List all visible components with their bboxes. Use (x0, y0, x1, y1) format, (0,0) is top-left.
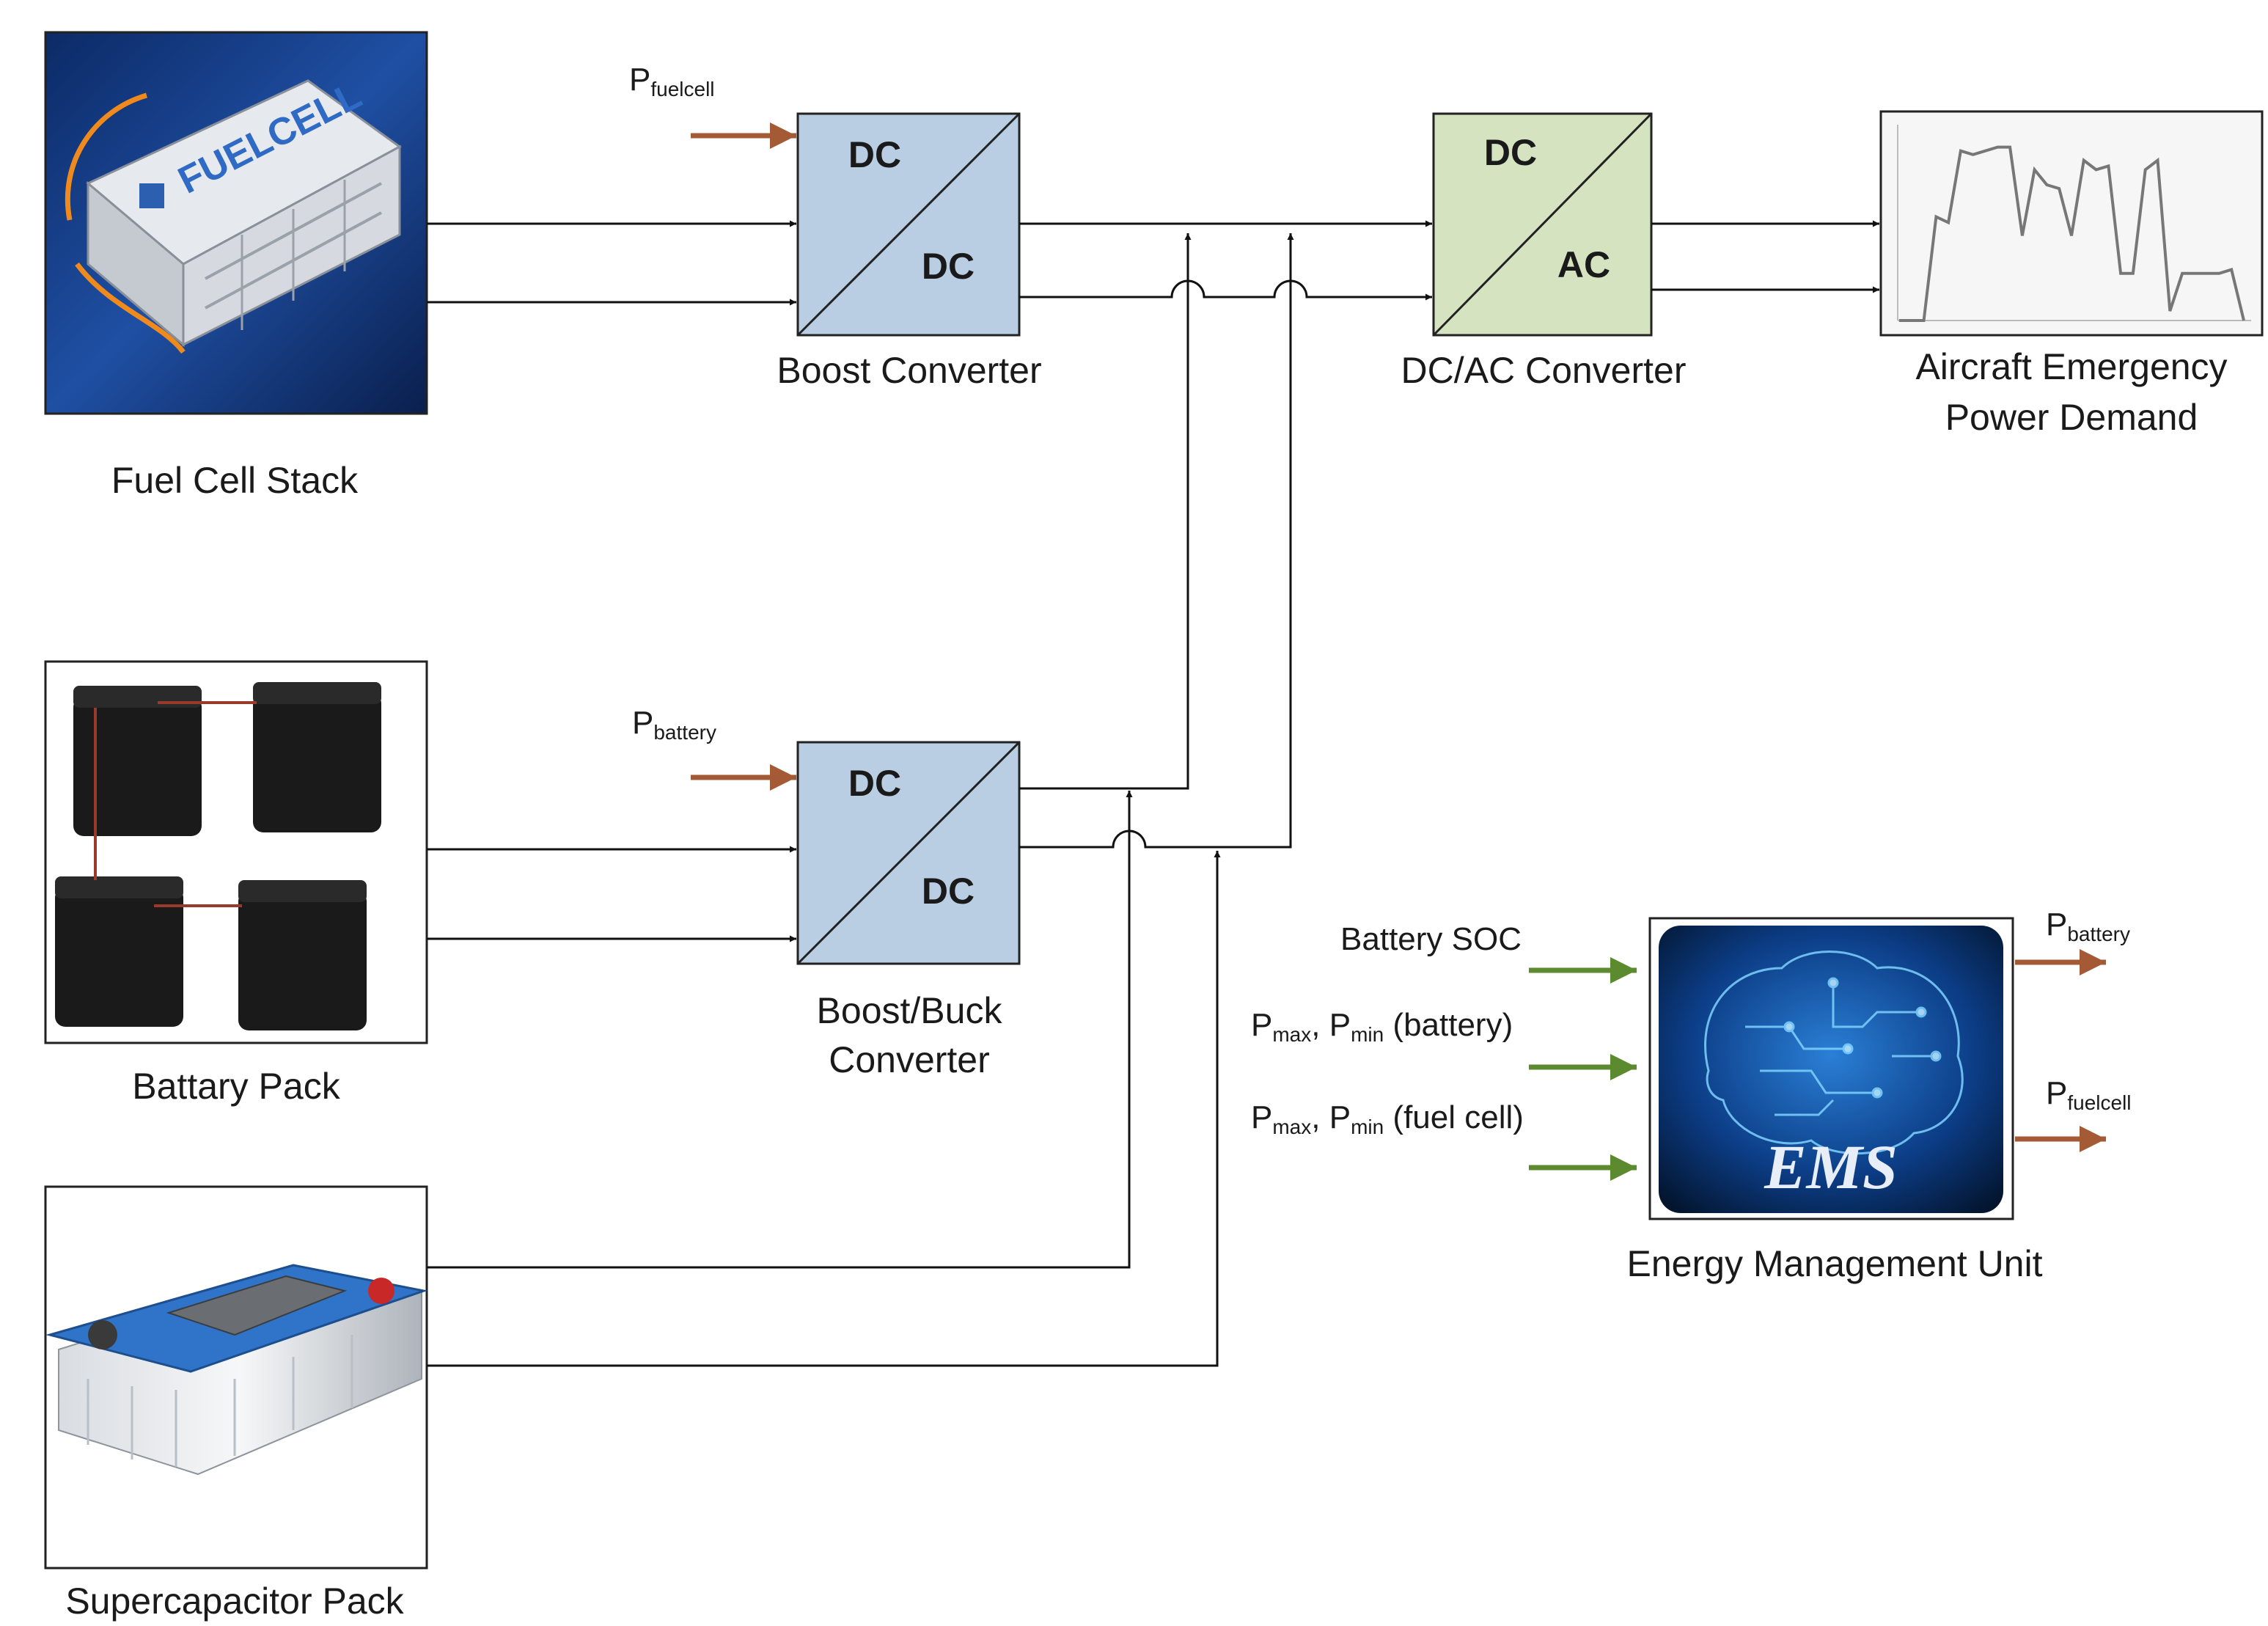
dcac-converter-diagonal (1432, 112, 1653, 337)
boost-buck-converter-top: DC (848, 763, 901, 804)
boost-input-signal: Pfuelcell (629, 62, 715, 100)
battery-label: Battary Pack (132, 1066, 340, 1107)
boost-converter-diagonal (796, 112, 1021, 337)
aircraft-load: Aircraft Emergency Power Demand (1879, 110, 2264, 438)
ems-brain-illustration (1704, 951, 1964, 1155)
boost-buck-converter-label-line1: Boost/Buck (817, 990, 1003, 1031)
boost-buck-input-signal-sub: battery (653, 721, 716, 744)
ems-image (1659, 926, 2003, 1213)
battery-pack: Battary Pack (44, 660, 428, 1107)
supercapacitor-illustration (45, 1264, 428, 1476)
wire-boost-dcac-bottom (1019, 279, 1432, 301)
fuel-cell-label: Fuel Cell Stack (111, 460, 359, 501)
load-label-line2: Power Demand (1945, 397, 2198, 438)
supercapacitor-label: Supercapacitor Pack (65, 1581, 404, 1622)
fuel-cell-illustration: FUELCELL (65, 74, 402, 354)
ems-output-battery: Pbattery (2046, 907, 2130, 945)
ems-label: Energy Management Unit (1627, 1243, 2043, 1284)
boost-input-signal-sub: fuelcell (650, 78, 714, 100)
boost-buck-converter-diagonal (796, 741, 1021, 965)
wire-supercap-bottom (427, 851, 1221, 1367)
load-profile-chart (1897, 125, 2251, 322)
ems-input-fuelcell-limits: Pmax, Pmin (fuel cell) (1251, 1099, 1524, 1138)
boost-input-signal-p: P (629, 62, 650, 98)
load-profile-line (1899, 145, 2245, 322)
boost-buck-converter-bottom: DC (922, 871, 975, 912)
boost-buck-input-signal-p: P (632, 705, 653, 741)
boost-converter-label: Boost Converter (777, 350, 1041, 391)
dcac-converter: DC AC DC/AC Converter (1401, 112, 1687, 391)
ems-output-fuelcell: Pfuelcell (2046, 1075, 2132, 1114)
load-label-line1: Aircraft Emergency (1915, 346, 2227, 387)
boost-converter-bottom: DC (922, 246, 975, 287)
dcac-converter-top: DC (1484, 132, 1537, 173)
boost-buck-input-signal: Pbattery (632, 705, 716, 744)
wire-supercap-top (427, 791, 1133, 1269)
ems-input-battery-limits: Pmax, Pmin (battery) (1251, 1007, 1513, 1046)
dcac-converter-bottom: AC (1557, 244, 1610, 285)
wire-bb-top-to-bus (1019, 233, 1192, 790)
wire-bb-bottom-to-bus (1019, 233, 1294, 849)
supercapacitor-pack: Supercapacitor Pack (44, 1185, 428, 1622)
ems-input-battery-soc: Battery SOC (1340, 921, 1522, 957)
boost-buck-converter: DC DC Boost/Buck Converter Pbattery (632, 705, 1021, 1080)
boost-buck-converter-label-line2: Converter (829, 1039, 990, 1080)
fuel-cell-stack: FUELCELL Fuel Cell Stack (44, 31, 428, 501)
battery-illustration (55, 682, 381, 1030)
boost-converter-top: DC (848, 134, 901, 175)
load-profile-box (1879, 110, 2264, 337)
dcac-converter-label: DC/AC Converter (1401, 350, 1687, 391)
energy-management-unit: EMS Energy Management Unit Battery SOC P… (1251, 907, 2132, 1284)
ems-logo-text: EMS (1764, 1132, 1898, 1202)
wiring (427, 220, 1879, 1367)
boost-converter: DC DC Boost Converter Pfuelcell (629, 62, 1042, 391)
